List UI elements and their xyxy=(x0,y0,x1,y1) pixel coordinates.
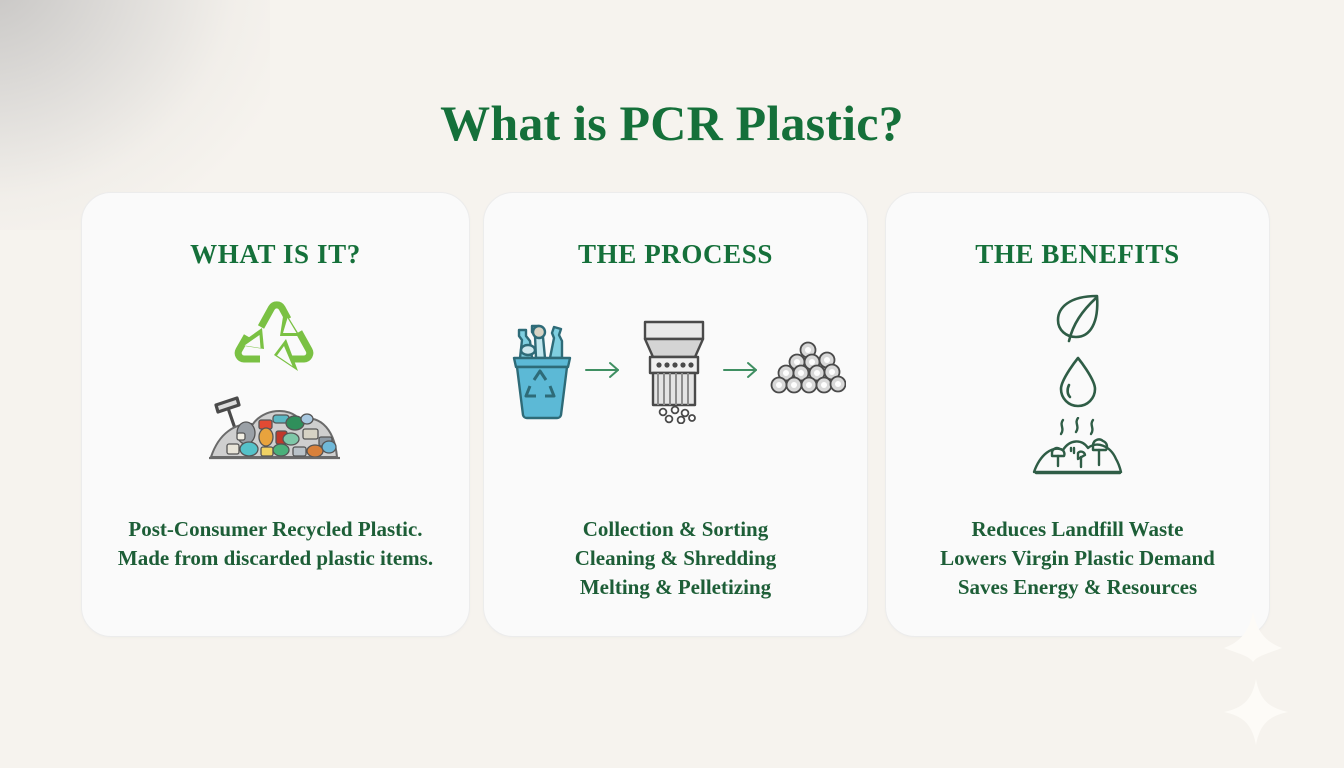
card-art-the-process xyxy=(484,289,867,489)
card-line: Saves Energy & Resources xyxy=(957,575,1198,599)
trash-pile-icon xyxy=(203,389,349,470)
card-line: Post-Consumer Recycled Plastic. xyxy=(128,517,423,541)
card-body-what-is-it: Post-Consumer Recycled Plastic. Made fro… xyxy=(82,515,469,573)
card-body-the-process: Collection & Sorting Cleaning & Shreddin… xyxy=(484,515,867,602)
sparkle-decoration-bottom xyxy=(1220,675,1292,754)
card-line: Collection & Sorting xyxy=(582,517,769,541)
card-line: Melting & Pelletizing xyxy=(579,575,772,599)
page-title: What is PCR Plastic? xyxy=(440,95,904,151)
leaf-icon xyxy=(1049,289,1107,350)
card-art-what-is-it xyxy=(82,289,469,489)
landscape-hills-icon xyxy=(1030,416,1126,484)
card-title-what-is-it: WHAT IS IT? xyxy=(190,239,361,269)
card-line: Cleaning & Shredding xyxy=(574,546,777,570)
card-body-the-benefits: Reduces Landfill Waste Lowers Virgin Pla… xyxy=(886,515,1269,602)
card-title-the-benefits: THE BENEFITS xyxy=(975,239,1180,269)
card-line: Lowers Virgin Plastic Demand xyxy=(940,546,1215,570)
card-title-the-process: THE PROCESS xyxy=(578,239,773,269)
arrow-right-icon xyxy=(584,360,626,385)
card-what-is-it: WHAT IS IT? xyxy=(81,192,470,637)
arrow-right-icon xyxy=(722,360,764,385)
water-drop-icon xyxy=(1053,352,1103,415)
card-line: Reduces Landfill Waste xyxy=(971,517,1184,541)
card-the-benefits: THE BENEFITS xyxy=(885,192,1270,637)
card-art-the-benefits xyxy=(886,289,1269,489)
card-line: Made from discarded plastic items. xyxy=(117,546,434,570)
plastic-pellets-icon xyxy=(770,340,846,405)
recycle-symbol-icon xyxy=(230,293,322,384)
shredder-machine-icon xyxy=(632,316,716,429)
card-the-process: THE PROCESS xyxy=(483,192,868,637)
recycle-bin-icon xyxy=(506,318,578,427)
